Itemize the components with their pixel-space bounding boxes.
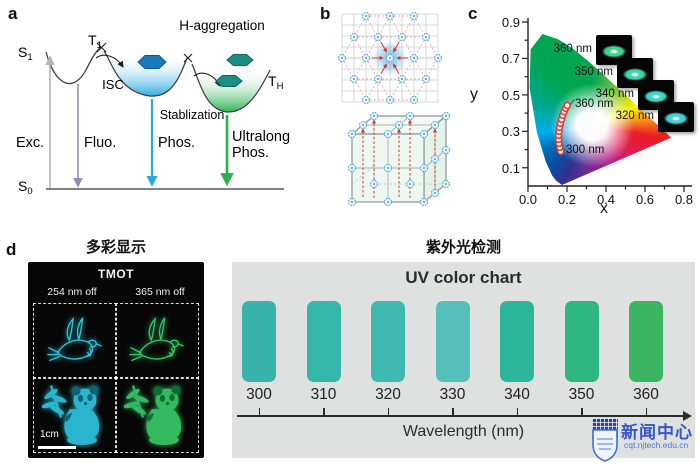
uv-swatch-label: 310 (310, 386, 337, 403)
panel-c: c y x 360 nm 300 nm 360 nm 350 nm 340 nm 32… (462, 2, 700, 220)
axis-tick (581, 408, 583, 415)
y-axis-label: y (470, 86, 478, 103)
blue-well-fill (106, 55, 186, 97)
photo-panel: TMOT 254 nm off 365 nm off (28, 262, 204, 458)
molecule-sites-3d (347, 111, 451, 207)
uv-swatch-label: 350 (568, 386, 595, 403)
uv-swatch-label: 300 (246, 386, 272, 403)
axis-arrowhead-icon (683, 410, 692, 421)
panda-photo-254nm (33, 377, 117, 453)
sample-name: TMOT (98, 267, 134, 281)
th-label: TH (268, 73, 284, 92)
ultralong-label-2: Phos. (232, 145, 269, 161)
dove-photo-254nm (33, 303, 117, 379)
x-axis-label: x (600, 200, 608, 217)
panda-photo-365nm (115, 377, 199, 453)
uv-swatch (371, 301, 405, 382)
axis-tick (323, 408, 325, 415)
uv-swatch-label: 320 (375, 386, 401, 403)
x-tick-label: 0.8 (674, 192, 694, 207)
column-label-365nm: 365 nm off (135, 286, 185, 298)
h-aggregation-label: H-aggregation (179, 18, 265, 33)
emission-glow (658, 102, 694, 132)
inward-arrows (372, 41, 408, 75)
isc-arrow (95, 54, 124, 68)
excitation-label: Exc. (16, 135, 44, 151)
fluorescence-label: Fluo. (84, 135, 116, 151)
dipole-arrows (360, 119, 438, 198)
molecule-sites-2d (337, 11, 443, 105)
inset-wavelength-label: 340 nm (595, 88, 634, 100)
energy-diagram: H-aggregation S1 S0 T1 TH ISC Stablizati… (16, 18, 290, 197)
y-tick-label: 0.5 (501, 87, 520, 103)
s0-label: S0 (18, 178, 33, 197)
watermark: 新闻中心 cqt.njtech.edu.cn (590, 416, 700, 466)
arc-annotation-300nm: 300 nm (566, 144, 605, 156)
y-tick-label: 0.3 (501, 124, 520, 140)
panel-b-label: b (320, 4, 331, 23)
green-well-fill (194, 68, 268, 113)
photo-quadrants (33, 303, 199, 453)
isc-label: ISC (102, 77, 124, 92)
uv-swatch-label: 330 (439, 386, 466, 403)
y-tick-label: 0.1 (501, 160, 520, 176)
uv-swatch-label: 360 (633, 386, 659, 403)
scalebar (38, 446, 76, 449)
crystal-lattice-diagram (337, 11, 451, 207)
uv-swatch-label: 340 (504, 386, 530, 403)
cie-axes-overlay (522, 18, 692, 192)
axis-tick (258, 408, 260, 415)
column-label-254nm: 254 nm off (47, 286, 97, 298)
aggregate-hexagon-top (226, 54, 254, 66)
cie-data-point (563, 101, 571, 110)
uv-detection-title: 紫外光检测 (425, 239, 501, 256)
arc-annotation-360nm: 360 nm (575, 98, 614, 110)
s1-label: S1 (18, 44, 33, 63)
wavelength-axis-line (237, 415, 685, 417)
emission-photo-inset (617, 58, 653, 88)
inset-wavelength-label: 360 nm (553, 43, 592, 55)
watermark-url: cqt.njtech.edu.cn (624, 440, 689, 450)
3d-cell (347, 111, 451, 207)
uv-swatch (500, 301, 534, 382)
uv-swatch (306, 301, 341, 382)
scalebar-label: 1cm (40, 429, 59, 440)
panel-c-label: c (468, 4, 478, 23)
axis-tick (452, 408, 454, 415)
dove-photo-365nm (115, 303, 199, 379)
axis-tick (645, 408, 647, 415)
stabilization-label: Stablization (160, 108, 225, 122)
panel-d-label: d (6, 240, 17, 259)
inset-wavelength-label: 350 nm (574, 66, 613, 78)
uv-swatch (242, 301, 276, 382)
y-tick-label: 0.9 (501, 15, 520, 30)
watermark-title: 新闻中心 (621, 423, 693, 442)
uv-color-chart-panel: UV color chart Wavelength (nm) 300 310 320… (232, 262, 695, 458)
axis-tick (516, 408, 518, 415)
crossing-marks (96, 42, 193, 63)
panel-a-label: a (8, 4, 18, 23)
ultralong-label-1: Ultralong (232, 129, 290, 145)
uv-swatch (564, 301, 599, 382)
x-tick-label: 0.2 (557, 192, 577, 207)
uv-chart-title: UV color chart (405, 268, 522, 287)
potential-curves (45, 47, 271, 113)
phosphorescence-label: Phos. (158, 135, 195, 151)
monomer-hexagon (137, 55, 167, 69)
t1-label: T1 (88, 32, 102, 51)
y-tick-label: 0.7 (501, 51, 520, 67)
axis-tick (387, 408, 389, 415)
x-tick-label: 0.0 (518, 192, 538, 207)
aggregate-hexagon-bottom (215, 75, 243, 87)
wavelength-axis-label: Wavelength (nm) (402, 423, 525, 440)
x-tick-label: 0.6 (635, 192, 655, 207)
multicolor-display-title: 多彩显示 (85, 239, 146, 256)
shield-icon (592, 429, 618, 462)
emission-photo-inset (658, 102, 694, 132)
x-tick-label: 0.4 (596, 192, 616, 207)
uv-swatch (629, 301, 663, 382)
uv-swatch (435, 301, 470, 382)
inset-wavelength-label: 320 nm (615, 110, 654, 122)
